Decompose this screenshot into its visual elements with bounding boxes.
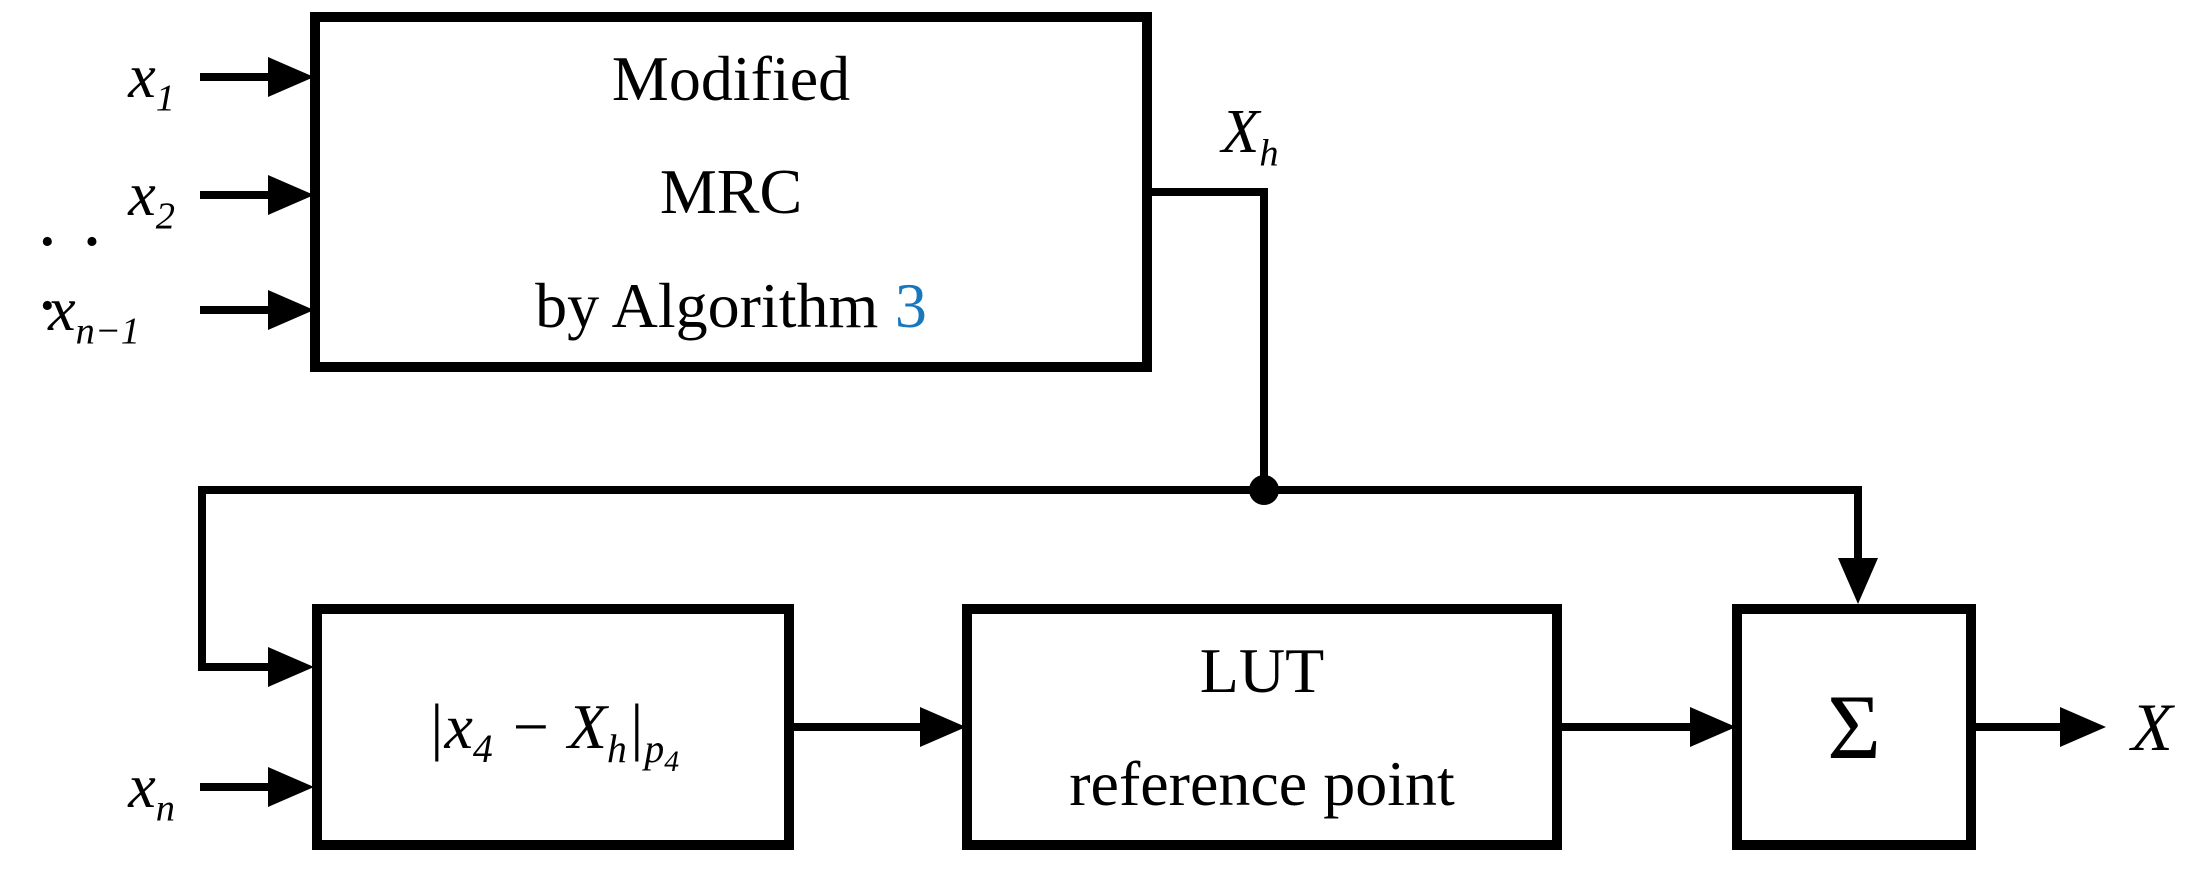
junction-dot <box>1249 475 1279 505</box>
wire-bus-left-drop <box>198 486 206 671</box>
input-label-x1: x1 <box>128 43 175 120</box>
signal-label-xh: Xh <box>1221 98 1279 175</box>
wire-lut-sum <box>1560 723 1692 731</box>
wire-output <box>1974 723 2062 731</box>
wire-input-xn-minus-1 <box>200 306 270 314</box>
arrowhead-absdiff-lut <box>920 707 966 747</box>
wire-xh-vertical <box>1260 188 1268 494</box>
arrowhead-input-xn-minus-1 <box>268 290 314 330</box>
mrc-box-line3-text: by Algorithm <box>535 269 879 341</box>
bus-line <box>198 486 1862 494</box>
arrowhead-input-xn <box>268 767 314 807</box>
arrowhead-output <box>2060 707 2106 747</box>
wire-input-xn <box>200 783 270 791</box>
absdiff-box: |x4 − Xh|p4 <box>312 604 794 850</box>
arrowhead-lut-sum <box>1690 707 1736 747</box>
input-label-xn-minus-1: xn−1 <box>48 276 140 353</box>
mrc-box-line1: Modified <box>611 43 851 115</box>
algorithm-3-link[interactable]: 3 <box>894 269 927 341</box>
arrowhead-input-x2 <box>268 175 314 215</box>
wire-absdiff-lut <box>792 723 924 731</box>
mrc-box-line2: MRC <box>659 156 803 228</box>
lut-box-line1: LUT <box>1199 634 1325 706</box>
output-label-x: X <box>2131 689 2173 765</box>
absdiff-formula: |x4 − Xh|p4 <box>426 691 680 778</box>
wire-xh-horizontal <box>1142 188 1268 196</box>
input-label-xn: xn <box>128 753 175 830</box>
wire-branch-horizontal <box>198 663 270 671</box>
arrowhead-input-x1 <box>268 57 314 97</box>
arrowhead-branch-absdiff <box>268 647 314 687</box>
wire-input-x2 <box>200 191 270 199</box>
wire-bus-right-drop <box>1854 486 1862 562</box>
input-label-x2: x2 <box>128 161 175 238</box>
lut-box-line2: reference point <box>1069 747 1455 819</box>
sum-symbol: Σ <box>1827 676 1881 778</box>
input-ellipsis: · · · <box>38 211 108 337</box>
arrowhead-bus-sum <box>1838 558 1878 604</box>
wire-input-x1 <box>200 73 270 81</box>
lut-box: LUT reference point <box>962 604 1562 850</box>
sum-box: Σ <box>1732 604 1976 850</box>
